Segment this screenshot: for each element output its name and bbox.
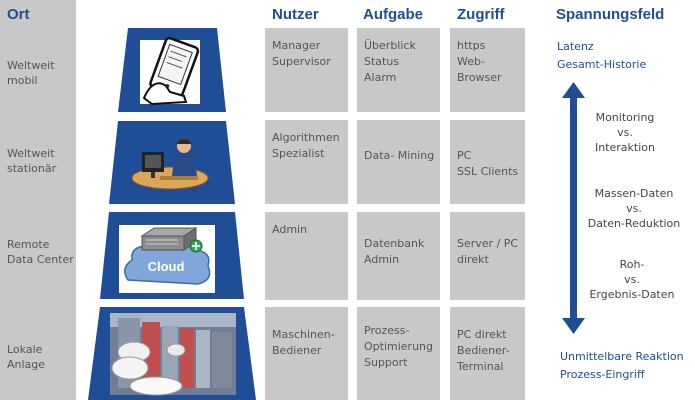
aufgabe-cell-4: Prozess- Optimierung Support (357, 307, 440, 400)
spannungsfeld-bottom-label: Unmittelbare Reaktion Prozess-Eingriff (560, 350, 684, 381)
nutzer-cell-2: Algorithmen Spezialist (265, 120, 348, 204)
workstation-person-icon (131, 138, 209, 190)
header-nutzer: Nutzer (272, 6, 319, 23)
zugriff-cell-1: https Web- Browser (450, 28, 525, 112)
double-arrow-icon (562, 82, 585, 334)
tablet-hand-icon (140, 36, 200, 106)
zugriff-cell-2: PC SSL Clients (450, 120, 525, 204)
ort-column (0, 0, 76, 400)
nutzer-cell-3: Admin (265, 212, 348, 300)
header-spannungsfeld: Spannungsfeld (556, 6, 665, 23)
aufgabe-cell-1: Überblick Status Alarm (357, 28, 440, 112)
header-aufgabe: Aufgabe (363, 6, 423, 23)
ort-cell-3: Remote Data Center (7, 238, 74, 266)
zugriff-cell-4: PC direkt Bediener- Terminal (450, 307, 525, 400)
spannungsfeld-top-label: Latenz Gesamt-Historie (557, 40, 647, 71)
zugriff-cell-3: Server / PC direkt (450, 212, 525, 300)
ort-cell-1: Weltweit mobil (7, 59, 55, 87)
tension-pair-2: Massen-Daten vs. Daten-Reduktion (587, 187, 681, 230)
header-ort: Ort (7, 6, 30, 23)
header-zugriff: Zugriff (457, 6, 505, 23)
cloud-server-icon: Cloud (119, 225, 215, 293)
aufgabe-cell-2: Data- Mining (357, 120, 440, 204)
nutzer-cell-4: Maschinen- Bediener (265, 307, 348, 400)
aufgabe-cell-3: Datenbank Admin (357, 212, 440, 300)
ort-cell-2: Weltweit stationär (7, 147, 57, 175)
factory-machine-icon (110, 313, 236, 396)
svg-text:Cloud: Cloud (148, 259, 185, 274)
nutzer-cell-1: Manager Supervisor (265, 28, 348, 112)
tension-pair-1: Monitoring vs. Interaktion (594, 111, 655, 154)
ort-cell-4: Lokale Anlage (7, 343, 46, 371)
tension-pair-3: Roh- vs. Ergebnis-Daten (589, 258, 675, 301)
trapezoid-2 (109, 121, 235, 204)
